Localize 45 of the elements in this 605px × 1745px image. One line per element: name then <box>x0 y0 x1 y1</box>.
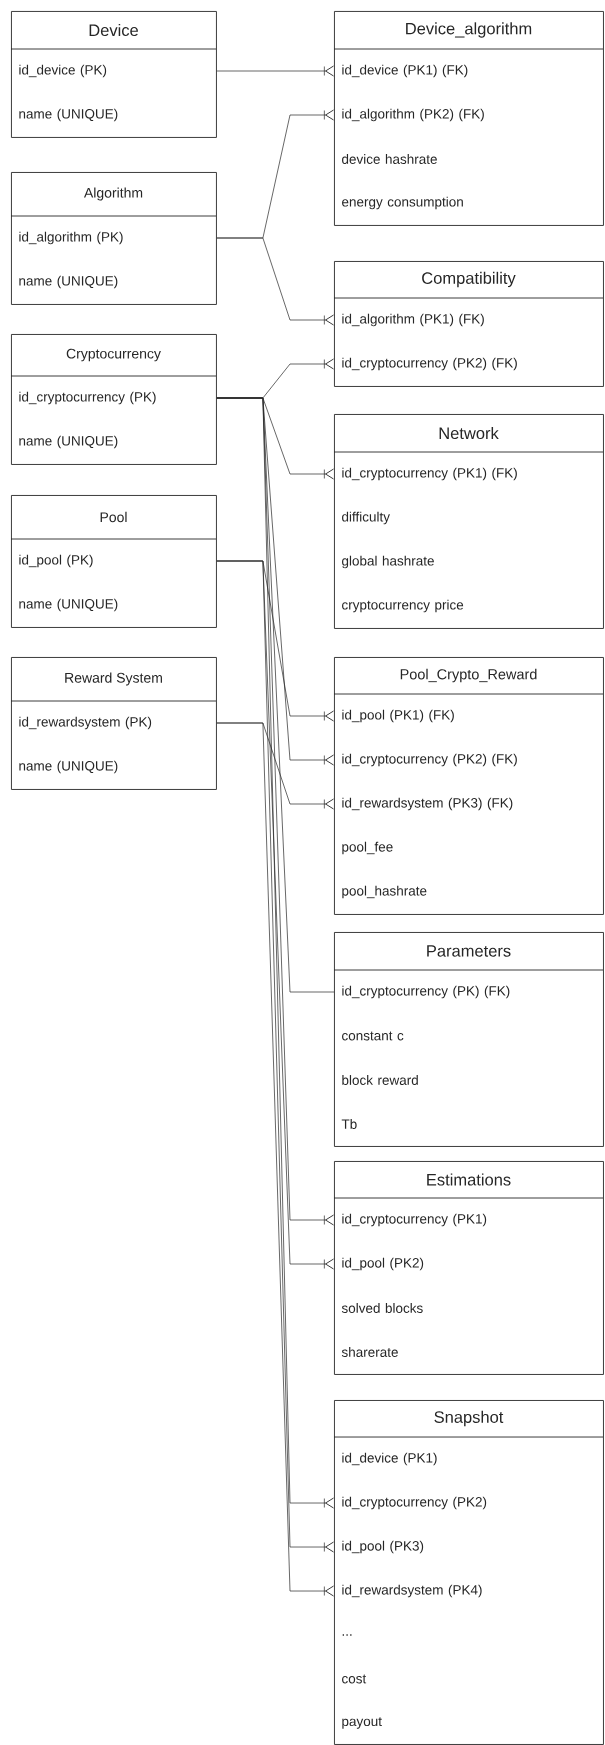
table-row: solved blocks <box>341 1303 423 1313</box>
table-row: id_pool (PK2) <box>342 1257 424 1271</box>
table-row: sharerate <box>341 1347 398 1357</box>
relationship-line <box>216 65 334 77</box>
table-row: id_pool (PK3) <box>342 1540 424 1554</box>
table-row: payout <box>342 1717 382 1729</box>
table-row: difficulty <box>342 511 390 525</box>
table-row: name (UNIQUE) <box>19 760 118 774</box>
table-row: id_cryptocurrency (PK2) <box>342 1496 487 1510</box>
table-row: id_cryptocurrency (PK) <box>19 391 156 405</box>
table-row: block reward <box>342 1075 418 1085</box>
table-row: id_device (PK1) (FK) <box>342 64 468 78</box>
table-row: pool_fee <box>342 841 393 855</box>
table-row: name (UNIQUE) <box>19 598 118 612</box>
table-row: id_algorithm (PK2) (FK) <box>342 108 484 122</box>
table-row: device hashrate <box>342 154 437 164</box>
table-row: id_cryptocurrency (PK) (FK) <box>342 985 510 999</box>
relationship-line <box>216 560 334 1553</box>
table-row: ... <box>342 1634 352 1636</box>
table-row: global hashrate <box>342 555 434 569</box>
table-row: id_device (PK) <box>19 64 107 78</box>
relationship-line <box>216 397 334 1509</box>
table-row: id_rewardsystem (PK4) <box>342 1584 482 1598</box>
table-row: cryptocurrency price <box>342 599 464 613</box>
table-row: id_pool (PK) <box>19 554 93 568</box>
table-row: energy consumption <box>342 196 463 210</box>
table-row: id_cryptocurrency (PK2) (FK) <box>342 753 517 767</box>
table-row: id_cryptocurrency (PK2) (FK) <box>342 357 517 371</box>
table-row: name (UNIQUE) <box>19 108 118 122</box>
relationship-line <box>216 237 334 326</box>
table-row: id_rewardsystem (PK3) (FK) <box>342 797 513 811</box>
table-row: id_device (PK1) <box>342 1452 437 1466</box>
table-row: constant c <box>342 1031 404 1041</box>
table-row: id_algorithm (PK1) (FK) <box>342 313 484 327</box>
relationship-line <box>216 722 334 1597</box>
table-row: id_cryptocurrency (PK1) <box>342 1213 487 1227</box>
table-row: cost <box>342 1674 367 1684</box>
table-row: name (UNIQUE) <box>19 275 118 289</box>
table-row: id_cryptocurrency (PK1) (FK) <box>342 467 517 481</box>
table-row: id_pool (PK1) (FK) <box>342 709 454 723</box>
table-row: id_algorithm (PK) <box>19 231 123 245</box>
table-row: id_rewardsystem (PK) <box>19 716 152 730</box>
table-row: pool_hashrate <box>342 885 427 899</box>
table-row: name (UNIQUE) <box>19 435 118 449</box>
table-row: Tb <box>341 1119 357 1129</box>
